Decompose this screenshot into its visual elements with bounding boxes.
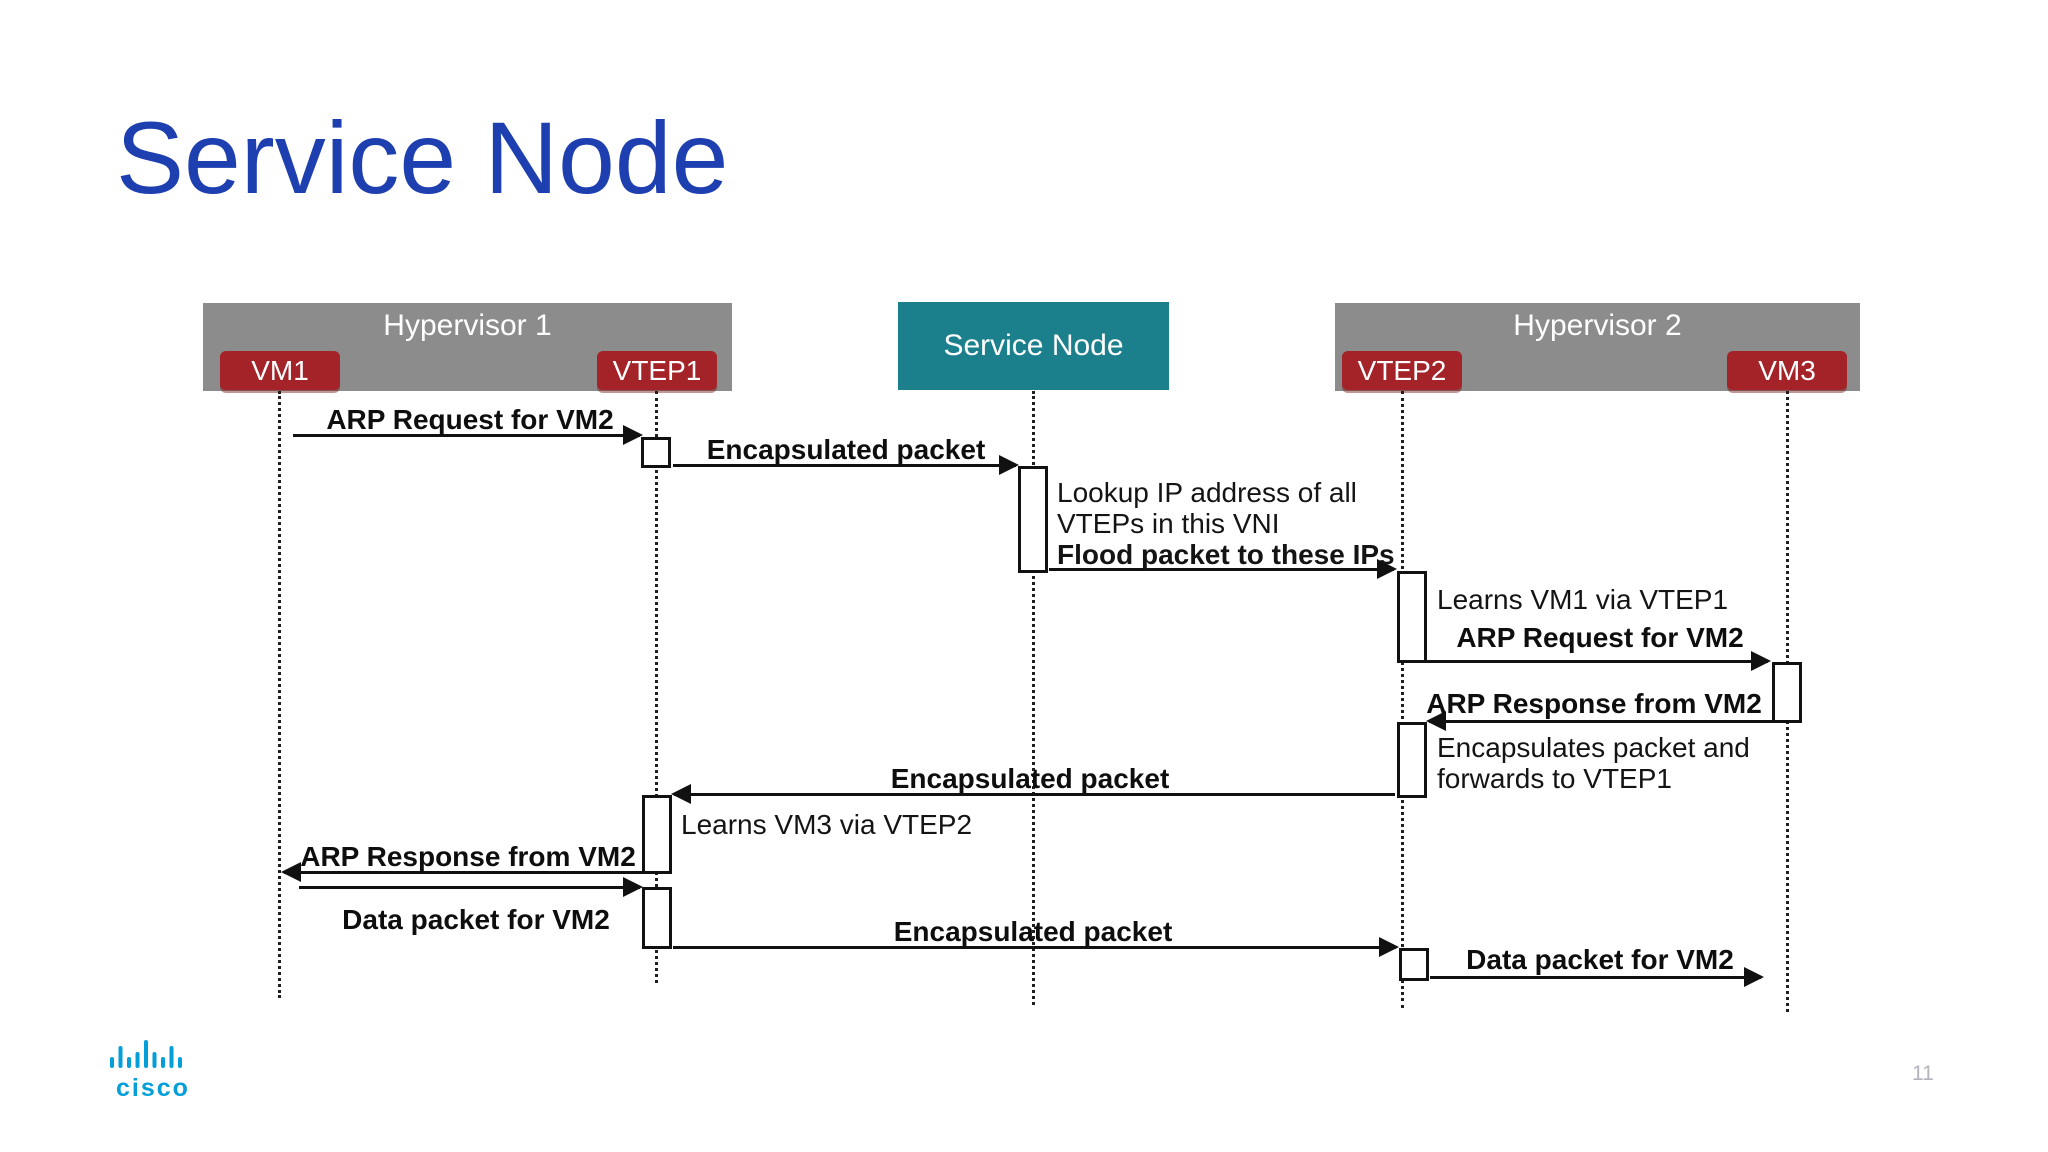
annotation-lookup-line2: VTEPs in this VNI	[1057, 508, 1280, 539]
message-label-m9: Encapsulated packet	[893, 916, 1173, 947]
cisco-logo-wordmark: cisco	[116, 1074, 190, 1102]
service-node-box: Service Node	[898, 302, 1169, 390]
hypervisor-1-label: Hypervisor 1	[383, 309, 552, 342]
activation-vtep2-1	[1397, 571, 1427, 663]
arrow-m8-vm1-to-vtep1	[299, 877, 643, 897]
message-label-m3: Flood packet to these IPs	[1057, 539, 1395, 570]
annotation-encapsulates-line2: forwards to VTEP1	[1437, 763, 1672, 794]
annotation-learns-vm1: Learns VM1 via VTEP1	[1437, 584, 1729, 615]
message-label-m8: Data packet for VM2	[342, 904, 610, 935]
activation-vtep1-1	[641, 437, 671, 468]
activation-service-node	[1018, 466, 1048, 573]
annotation-encapsulates-line1: Encapsulates packet and	[1437, 732, 1750, 763]
vm1-chip: VM1	[220, 351, 340, 390]
arrow-m6-vtep2-to-vtep1	[671, 784, 1395, 804]
activation-vtep1-2	[642, 795, 672, 874]
lifeline-vtep2	[1401, 391, 1404, 1008]
cisco-logo-bars-icon	[110, 1040, 182, 1068]
arrow-m7-vtep1-to-vm1	[281, 862, 642, 882]
activation-vtep1-3	[642, 887, 672, 949]
vm3-chip: VM3	[1727, 351, 1847, 390]
message-label-m4: ARP Request for VM2	[1456, 622, 1744, 653]
annotation-lookup-line1: Lookup IP address of all	[1057, 477, 1357, 508]
lifeline-vm1	[278, 391, 281, 998]
slide-title: Service Node	[116, 101, 729, 215]
cisco-logo: cisco	[110, 1038, 220, 1103]
message-label-m10: Data packet for VM2	[1466, 944, 1734, 975]
message-label-m6: Encapsulated packet	[890, 763, 1170, 794]
arrow-m9-vtep1-to-vtep2	[673, 937, 1399, 957]
activation-vtep2-2	[1397, 722, 1427, 798]
annotation-service-node-lookup: Lookup IP address of all VTEPs in this V…	[1057, 477, 1395, 570]
message-label-m1: ARP Request for VM2	[326, 404, 614, 435]
page-number: 11	[1912, 1062, 1934, 1085]
arrow-m3-service-node-to-vtep2	[1049, 559, 1397, 579]
arrow-m4-vtep2-to-vm3	[1427, 651, 1771, 671]
lifeline-service-node	[1032, 391, 1035, 1005]
vtep1-chip: VTEP1	[597, 351, 717, 390]
message-label-m7: ARP Response from VM2	[300, 841, 636, 872]
arrow-m1-vm1-to-vtep1	[293, 425, 643, 445]
activation-vtep2-3	[1399, 948, 1429, 981]
arrow-m2-vtep1-to-service-node	[673, 455, 1019, 475]
arrow-m10-vtep2-to-vm3	[1430, 967, 1764, 987]
service-node-label: Service Node	[943, 329, 1124, 362]
activation-vm3	[1772, 662, 1802, 723]
annotation-learns-vm3: Learns VM3 via VTEP2	[681, 809, 973, 840]
message-label-m2: Encapsulated packet	[706, 434, 986, 465]
message-label-m5: ARP Response from VM2	[1426, 688, 1762, 719]
hypervisor-2-label: Hypervisor 2	[1513, 309, 1682, 342]
vtep2-chip: VTEP2	[1342, 351, 1462, 390]
arrow-m5-vm3-to-vtep2	[1426, 711, 1772, 731]
annotation-encapsulates: Encapsulates packet and forwards to VTEP…	[1437, 732, 1750, 794]
lifeline-vtep1	[655, 391, 658, 983]
